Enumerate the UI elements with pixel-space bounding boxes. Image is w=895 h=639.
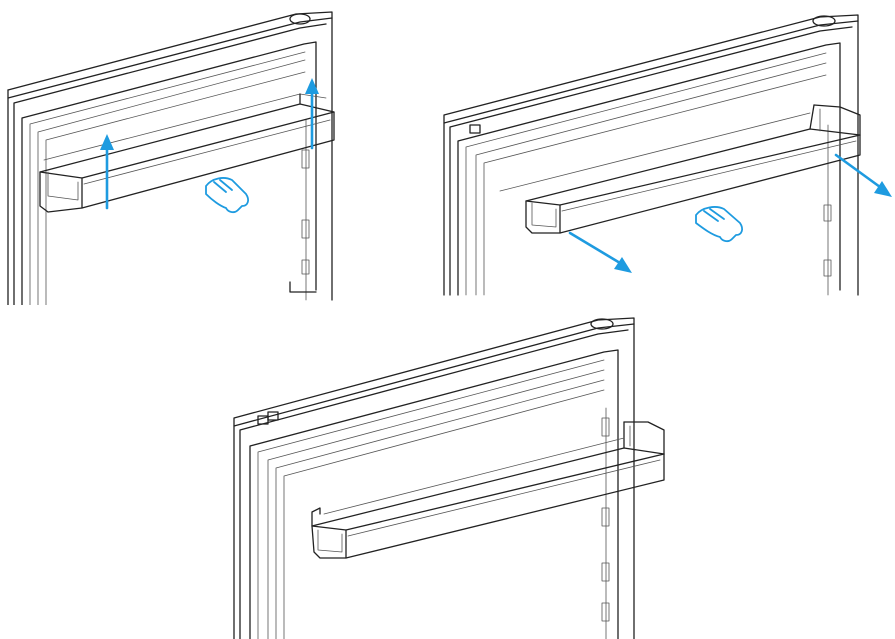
step-3-shelf-removed — [228, 308, 680, 639]
step-2-pull-shelf — [440, 5, 895, 300]
hand-icon — [205, 177, 249, 214]
door-frame — [233, 317, 635, 639]
arrow-icon — [100, 78, 319, 210]
door-shelf — [311, 421, 665, 559]
door-frame — [7, 11, 333, 305]
door-shelf — [39, 93, 335, 213]
door-frame — [443, 14, 859, 296]
arrow-icon — [568, 153, 892, 273]
step-3-drawing — [233, 317, 665, 639]
door-shelf — [499, 104, 861, 234]
step-2-drawing — [443, 14, 892, 296]
step-1-drawing — [7, 11, 335, 305]
hand-icon — [695, 206, 743, 243]
step-1-lift-shelf — [0, 0, 345, 305]
